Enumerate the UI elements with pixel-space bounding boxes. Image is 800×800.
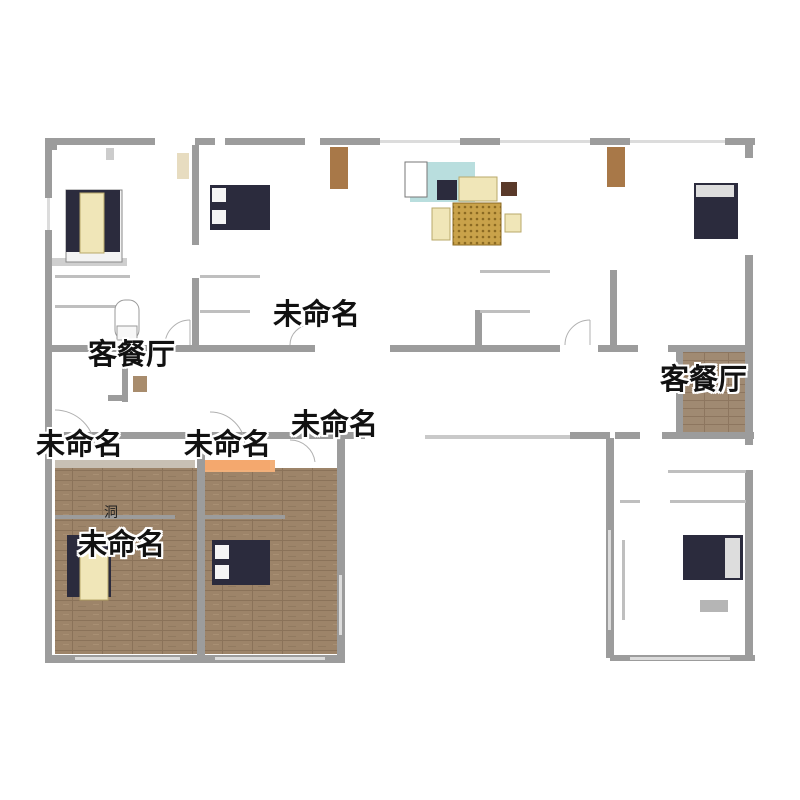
wall-bed2-bottom2	[200, 310, 250, 313]
wall-closet-left	[676, 352, 683, 437]
wall-top-seg2	[195, 138, 215, 145]
window-right-side	[608, 530, 611, 630]
small-item-grey	[106, 148, 114, 160]
wall-corridor-bottom-2	[570, 432, 610, 439]
floor-closet-right	[683, 352, 746, 432]
wall-closet-bottom	[662, 432, 754, 439]
wall-mid-horiz-4	[480, 345, 560, 352]
room-label-mid-small: 未命名	[184, 427, 272, 461]
wall-vert-475	[475, 310, 482, 350]
door-arc-bath	[164, 319, 191, 346]
wall-bottom-left	[45, 655, 345, 663]
wall-div-b	[192, 278, 199, 348]
window-top-1	[380, 140, 460, 143]
wall-small-horizontal	[55, 515, 175, 519]
wall-center-lines-1	[480, 270, 550, 273]
wall-corridor-bottom-3	[615, 432, 640, 439]
wall-bed-right	[337, 438, 345, 663]
cabinet-right	[607, 147, 625, 187]
wall-center-lines-2	[480, 310, 530, 313]
wall-left-2	[45, 230, 52, 660]
wall-mid-horiz-1	[52, 345, 202, 352]
wall-mid-horiz-3	[390, 345, 480, 352]
window-bed-right	[339, 575, 342, 635]
wall-right-stub	[700, 600, 728, 612]
wall-corridor-bottom-1	[45, 432, 365, 439]
hole-label: 洞	[104, 505, 118, 521]
door-arc-top	[289, 324, 311, 346]
wall-bath-v	[122, 352, 128, 402]
door-arc-main	[564, 319, 591, 346]
room-label-left-small: 未命名	[36, 427, 124, 461]
wall-right-thin	[622, 540, 625, 620]
wall-right-top	[745, 138, 753, 158]
wall-small-horizontal-2	[205, 515, 285, 519]
wall-top-seg5	[460, 138, 500, 145]
wall-window-corridor	[425, 435, 570, 439]
wall-mid-horiz-6	[668, 345, 753, 352]
wall-top-seg3	[225, 138, 305, 145]
wall-mid-horiz-5	[598, 345, 638, 352]
window-top-2	[500, 140, 590, 143]
room-label-bottom-left: 未命名	[78, 527, 166, 561]
wall-vert-610	[610, 270, 617, 350]
room-label-living-right: 客餐厅	[660, 362, 748, 396]
windows	[47, 140, 730, 660]
small-item-beige	[177, 153, 189, 179]
window-top-3	[630, 140, 725, 143]
room-label-corridor: 未命名	[291, 407, 379, 441]
room-label-top-center: 未命名	[273, 297, 361, 331]
wall-mid-horiz-2	[200, 345, 315, 352]
bed-bottom-right	[683, 535, 743, 580]
wall-bed2-bottom	[200, 275, 260, 278]
wall-top-seg6	[590, 138, 630, 145]
window-right-bottom	[630, 657, 730, 660]
cabinet-left	[330, 147, 348, 189]
floor-small-a	[55, 460, 195, 468]
bed-bottom-mid	[212, 540, 270, 585]
living-set	[404, 161, 522, 246]
orange-strip	[205, 460, 270, 470]
toilet	[114, 299, 140, 341]
wall-bed-divider	[197, 438, 205, 660]
wall-top-seg1	[45, 138, 155, 145]
door-arc-bed-left	[54, 409, 96, 451]
wall-bath-horiz-2	[55, 305, 130, 308]
wall-div-a	[192, 145, 199, 245]
door-arc-bed-mid-2	[289, 439, 316, 463]
bed-top-left	[65, 189, 123, 263]
wall-bath-v2	[108, 395, 128, 401]
wall-bath-horiz	[55, 275, 130, 278]
wall-left-top-corner	[45, 138, 57, 150]
wall-right-thin-2	[620, 500, 640, 503]
wall-right-lines-2	[670, 500, 746, 503]
wall-top-seg4	[320, 138, 380, 145]
small-item-grey-2	[133, 376, 147, 392]
window-bottom-left	[75, 657, 180, 660]
wall-right-lines	[668, 470, 746, 473]
window-left	[47, 198, 50, 230]
sofa-bottom-left	[67, 535, 111, 601]
wall-top-seg7	[725, 138, 755, 145]
wall-right-block-right	[745, 470, 753, 660]
window-bottom-mid	[215, 657, 325, 660]
doors	[54, 319, 591, 463]
room-label-living-left: 客餐厅	[88, 337, 176, 371]
bed-top-right	[694, 183, 738, 239]
bed-top-second	[210, 185, 270, 230]
wall-left	[45, 138, 52, 198]
door-arc-bed-mid	[209, 411, 246, 448]
